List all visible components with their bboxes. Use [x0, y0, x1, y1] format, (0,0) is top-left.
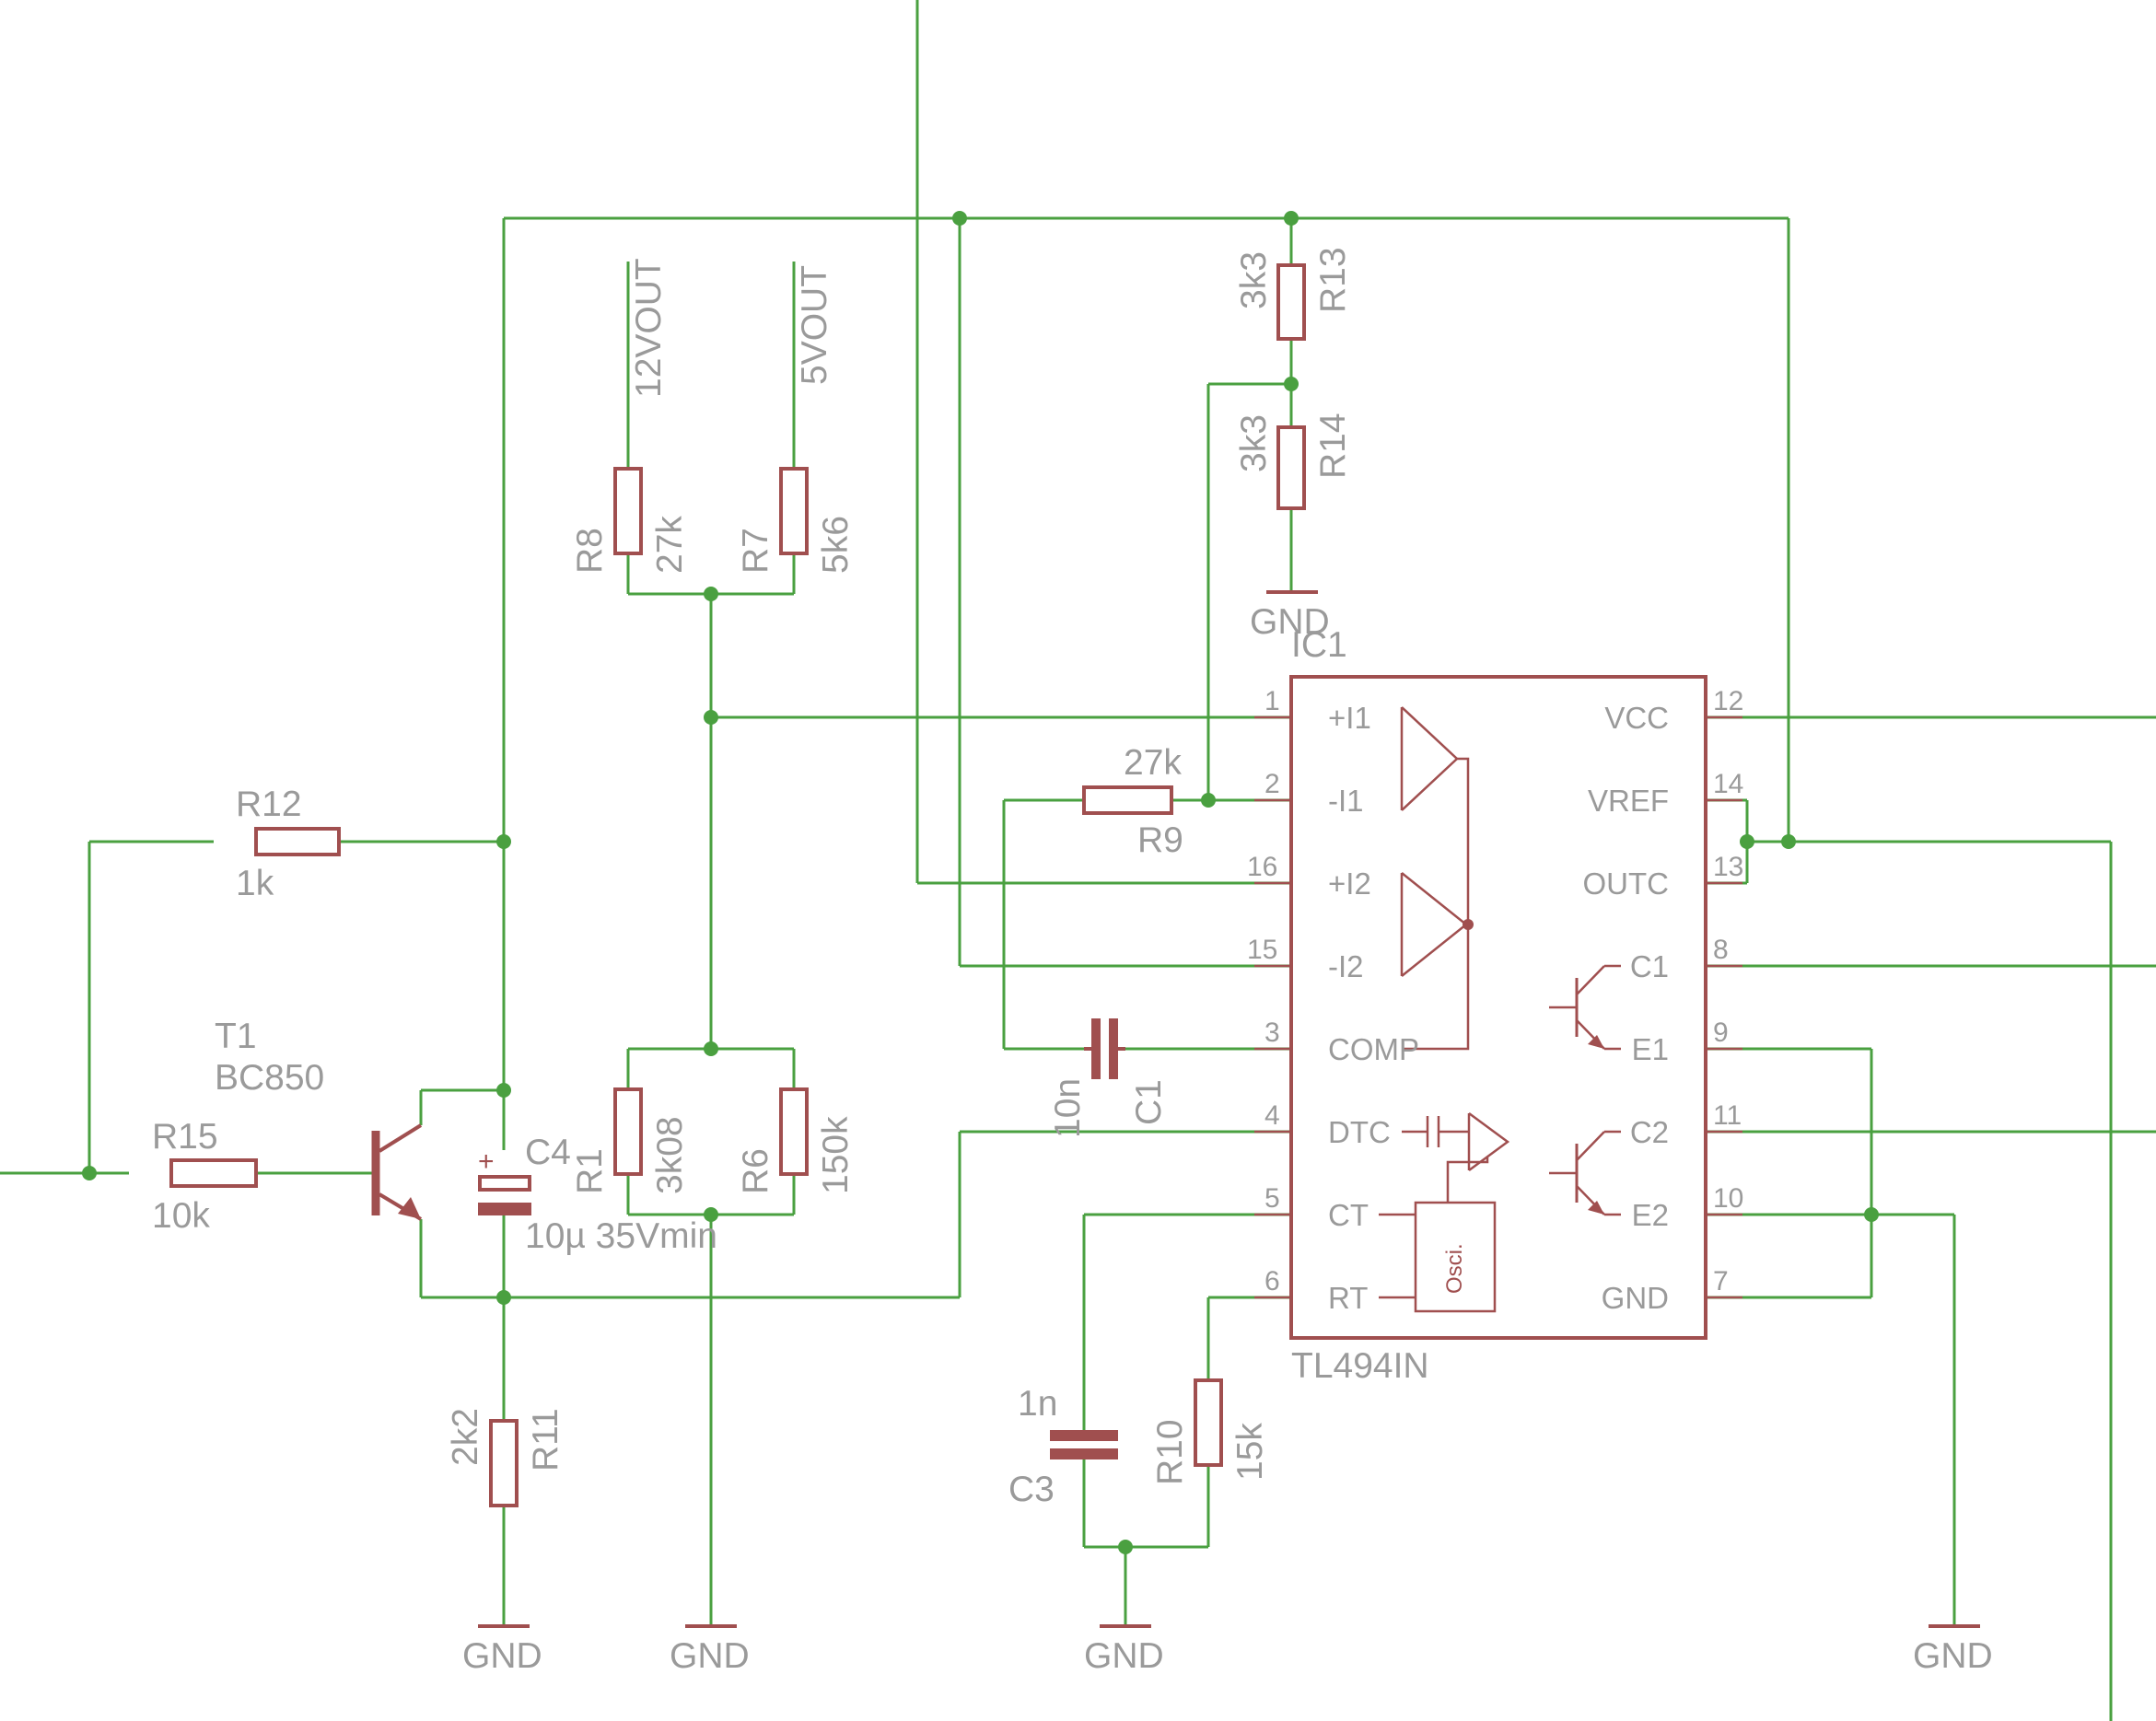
resistor-r7: R7 5k6	[736, 467, 856, 574]
r6-value: 150k	[816, 1116, 856, 1194]
osc-label: Osci.	[1442, 1243, 1467, 1294]
pin-name: GND	[1602, 1281, 1669, 1315]
pin-name: RT	[1328, 1281, 1368, 1315]
gnd-right: GND	[1913, 1624, 1993, 1676]
r12-value: 1k	[236, 864, 274, 903]
transistor-t1: T1 BC850	[215, 1017, 423, 1221]
resistor-r9: 27k R9	[1082, 743, 1183, 860]
pin-name: -I2	[1328, 949, 1364, 983]
net-label-12vout: 12VOUT	[629, 258, 669, 398]
r12-name: R12	[236, 785, 302, 824]
pin-num: 9	[1713, 1017, 1729, 1048]
r7-name: R7	[736, 528, 775, 574]
resistor-r12: R12 1k	[236, 785, 341, 903]
ic-name: IC1	[1291, 625, 1347, 665]
r11-value: 2k2	[446, 1408, 485, 1466]
c3-value: 1n	[1018, 1384, 1057, 1424]
r9-value: 27k	[1124, 743, 1182, 783]
r9-name: R9	[1137, 820, 1183, 860]
resistor-r14: 3k3 R14	[1234, 413, 1353, 510]
pin-name: E2	[1632, 1198, 1669, 1232]
pin-num: 14	[1713, 769, 1743, 799]
junctions	[82, 211, 1879, 1554]
t1-value: BC850	[215, 1058, 324, 1098]
resistor-r1: R1 3k08	[570, 1087, 690, 1194]
c1-value: 10n	[1048, 1078, 1088, 1138]
pin-name: OUTC	[1583, 866, 1670, 901]
net-label-gnd: GND	[670, 1636, 750, 1676]
r8-name: R8	[570, 528, 610, 574]
pin-name: C1	[1630, 949, 1669, 983]
pin-num: 2	[1264, 769, 1280, 799]
pin-name: CT	[1328, 1198, 1369, 1232]
resistor-r11: 2k2 R11	[446, 1408, 565, 1507]
pin-name: C2	[1630, 1115, 1669, 1149]
r10-value: 15k	[1230, 1423, 1270, 1481]
c3-name: C3	[1008, 1470, 1055, 1509]
net-label-gnd: GND	[1913, 1636, 1993, 1676]
pin-name: VCC	[1604, 701, 1669, 735]
ic-tl494: IC1 TL494IN Osci.	[1247, 625, 1743, 1386]
pin-num: 16	[1247, 852, 1277, 882]
ic-pin-stubs	[1254, 715, 1742, 1299]
resistor-r13: 3k3 R13	[1234, 247, 1353, 341]
pin-num: 13	[1713, 852, 1743, 882]
t1-name: T1	[215, 1017, 257, 1056]
r14-name: R14	[1313, 413, 1353, 479]
r10-name: R10	[1150, 1419, 1190, 1485]
pin-num: 1	[1264, 686, 1280, 716]
net-label-gnd: GND	[462, 1636, 542, 1676]
r13-value: 3k3	[1234, 251, 1274, 309]
capacitor-c4-electrolytic: + C4 10µ 35Vmin	[478, 1133, 717, 1256]
gnd-c3: GND	[1084, 1624, 1164, 1676]
pin-num: 7	[1713, 1266, 1729, 1297]
gnd-r11: GND	[462, 1624, 542, 1676]
r6-name: R6	[736, 1148, 775, 1194]
capacitor-c3: 1n C3	[1008, 1384, 1118, 1509]
r14-value: 3k3	[1234, 414, 1274, 472]
pin-name: +I2	[1328, 866, 1371, 901]
pin-name: VREF	[1588, 784, 1669, 818]
pin-num: 3	[1264, 1017, 1280, 1048]
c1-name: C1	[1129, 1079, 1169, 1125]
r15-name: R15	[152, 1117, 218, 1157]
r1-name: R1	[570, 1148, 610, 1194]
r11-name: R11	[526, 1408, 565, 1471]
net-label-gnd: GND	[1250, 602, 1330, 642]
pin-name: COMP	[1328, 1032, 1419, 1066]
net-label-gnd: GND	[1084, 1636, 1164, 1676]
pin-num: 5	[1264, 1183, 1280, 1214]
resistor-r8: R8 27k	[570, 467, 690, 574]
gnd-r14: GND	[1250, 590, 1330, 642]
net-label-5vout: 5VOUT	[795, 265, 834, 385]
resistor-r10: R10 15k	[1150, 1378, 1270, 1485]
pin-num: 4	[1264, 1100, 1280, 1131]
pin-num: 10	[1713, 1183, 1743, 1214]
c4-polarity: +	[478, 1146, 495, 1177]
pin-num: 11	[1713, 1100, 1742, 1131]
pin-num: 8	[1713, 935, 1729, 965]
c4-value: 10µ 35Vmin	[525, 1216, 717, 1256]
pin-name: +I1	[1328, 701, 1371, 735]
r8-value: 27k	[650, 516, 690, 574]
pin-num: 15	[1247, 935, 1277, 965]
pin-num: 12	[1713, 686, 1743, 716]
ic-value: TL494IN	[1291, 1346, 1429, 1386]
pin-name: E1	[1632, 1032, 1669, 1066]
resistor-r6: R6 150k	[736, 1087, 856, 1194]
r7-value: 5k6	[816, 516, 856, 574]
r1-value: 3k08	[650, 1116, 690, 1194]
gnd-r1-r6: GND	[670, 1624, 750, 1676]
capacitor-c1: 10n C1	[1048, 1018, 1169, 1138]
resistor-r15: R15 10k	[152, 1117, 258, 1236]
pin-num: 6	[1264, 1266, 1280, 1297]
r13-name: R13	[1313, 247, 1353, 313]
pin-name: DTC	[1328, 1115, 1391, 1149]
r15-value: 10k	[152, 1196, 210, 1236]
pin-name: -I1	[1328, 784, 1364, 818]
c4-name: C4	[525, 1133, 571, 1172]
